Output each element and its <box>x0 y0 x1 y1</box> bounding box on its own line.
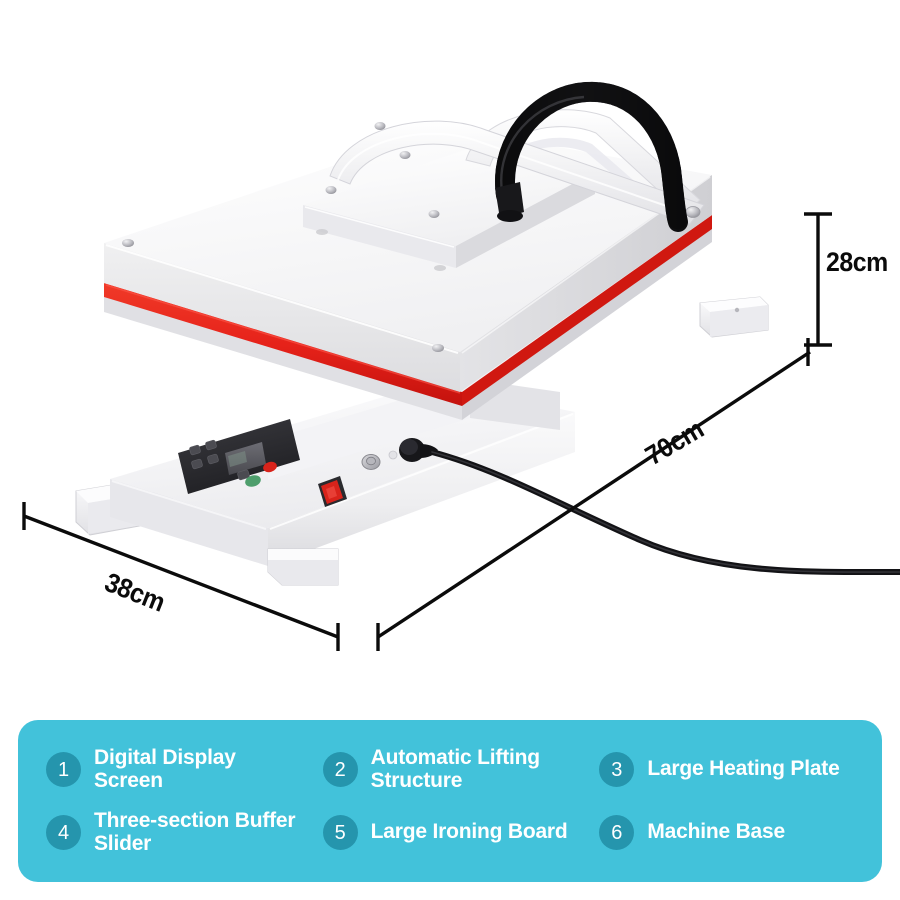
legend-item-1[interactable]: 1 Digital Display Screen <box>46 738 323 801</box>
panel-icon-buttons[interactable] <box>189 439 250 481</box>
machine-base <box>75 296 769 586</box>
feature-legend-grid: 1 Digital Display Screen 2 Automatic Lif… <box>18 720 882 882</box>
screw <box>122 239 134 247</box>
legend-label-3: Large Heating Plate <box>647 757 840 781</box>
legend-badge-5: 5 <box>322 815 358 850</box>
legend-badge-1: 1 <box>46 752 81 787</box>
buffer-slider-front <box>267 548 339 586</box>
legend-badge-2: 2 <box>322 752 358 787</box>
dimension-line-depth <box>377 350 811 639</box>
green-panel-button[interactable] <box>244 473 263 488</box>
cable-grommet <box>399 438 438 462</box>
indicator-dot <box>388 450 398 460</box>
legend-badge-4: 4 <box>46 815 81 850</box>
metal-knob <box>361 454 381 470</box>
legend-badge-6: 6 <box>599 815 635 850</box>
legend-label-1: Digital Display Screen <box>94 745 236 792</box>
screw <box>432 344 444 352</box>
legend-label-4: Three-section Buffer Slider <box>94 808 296 855</box>
dimension-line-width <box>23 514 339 639</box>
red-heating-stripe <box>104 215 712 406</box>
control-panel[interactable] <box>178 419 300 494</box>
legend-label-6: Machine Base <box>647 820 785 844</box>
legend-item-4[interactable]: 4 Three-section Buffer Slider <box>46 801 323 864</box>
dimension-label-height: 28cm <box>826 247 888 277</box>
red-panel-button[interactable] <box>262 460 278 474</box>
feature-legend-panel: 1 Digital Display Screen 2 Automatic Lif… <box>18 720 882 882</box>
legend-label-5: Large Ironing Board <box>370 820 568 844</box>
power-switch[interactable] <box>318 476 347 507</box>
top-mounting-plate <box>303 122 595 271</box>
legend-item-3[interactable]: 3 Large Heating Plate <box>599 738 876 801</box>
legend-item-6[interactable]: 6 Machine Base <box>599 801 876 864</box>
legend-item-2[interactable]: 2 Automatic Lifting Structure <box>322 738 600 801</box>
legend-label-2: Automatic Lifting Structure <box>370 745 540 792</box>
legend-item-5[interactable]: 5 Large Ironing Board <box>322 801 600 864</box>
corrugated-hose <box>495 81 688 232</box>
legend-badge-3: 3 <box>599 752 635 787</box>
buffer-slider-right <box>699 296 769 338</box>
hose-collar <box>495 182 524 222</box>
